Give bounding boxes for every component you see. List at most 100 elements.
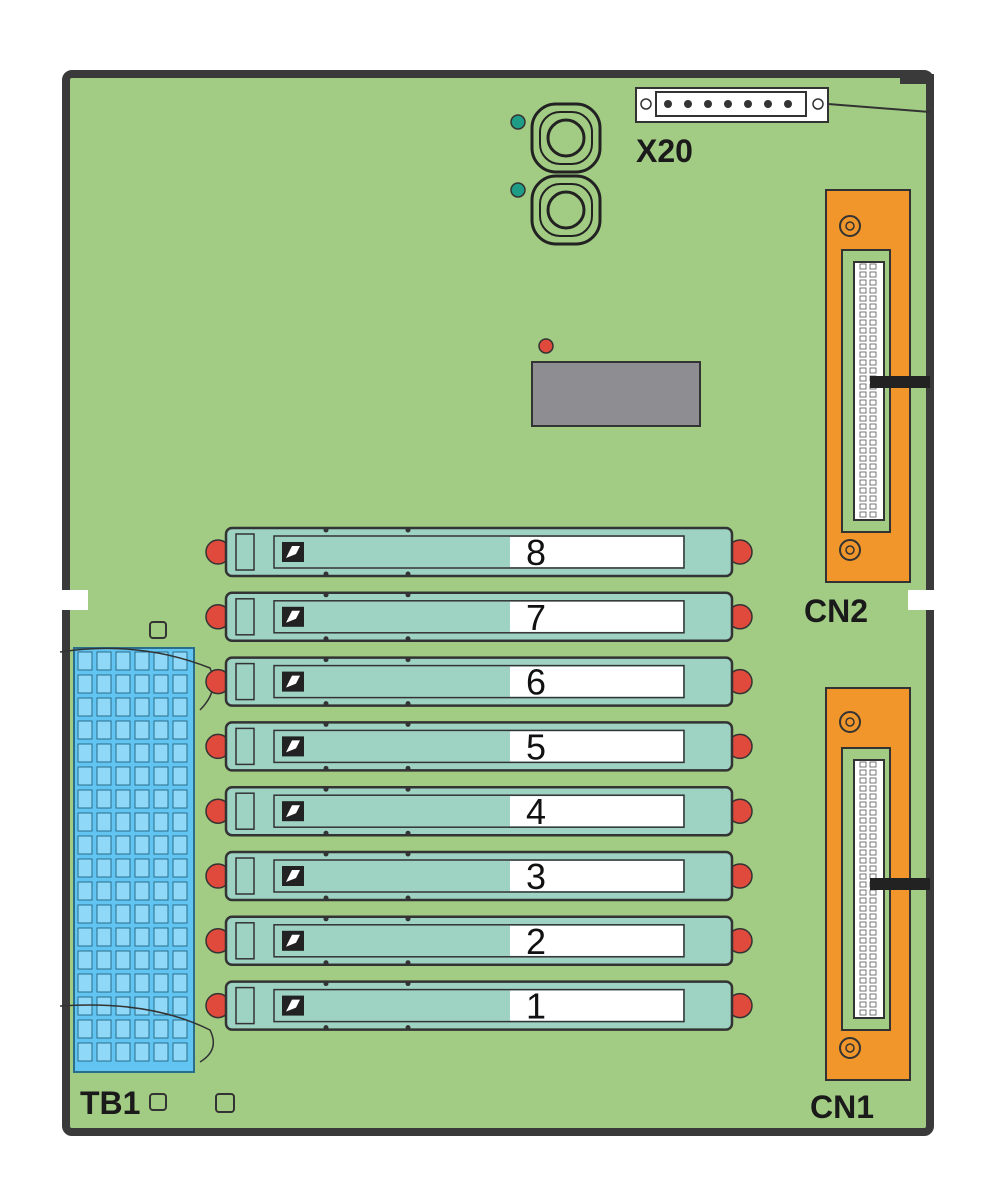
terminal-cell [115, 789, 131, 809]
connector-pin [869, 263, 877, 270]
terminal-cell [153, 720, 169, 740]
terminal-cell [96, 743, 112, 763]
terminal-cell [96, 720, 112, 740]
rotary-switch-upper [530, 102, 602, 174]
terminal-cell [115, 651, 131, 671]
connector-pin [859, 319, 867, 326]
terminal-cell [96, 1019, 112, 1039]
connector-pin [869, 889, 877, 896]
connector-pin [859, 263, 867, 270]
terminal-cell [153, 927, 169, 947]
connector-pin [859, 993, 867, 1000]
module-label-window [510, 796, 683, 827]
terminal-cell [153, 651, 169, 671]
terminal-cell [153, 950, 169, 970]
cn2-label: CN2 [804, 593, 868, 629]
x20-pin [684, 100, 692, 108]
connector-pin [869, 447, 877, 454]
terminal-cell [77, 1019, 93, 1039]
connector-pin [869, 761, 877, 768]
connector-pin [869, 335, 877, 342]
terminal-cell [115, 1019, 131, 1039]
terminal-cell [153, 858, 169, 878]
terminal-cell [115, 927, 131, 947]
connector-pin [859, 793, 867, 800]
connector-pin [859, 889, 867, 896]
connector-pin [859, 873, 867, 880]
x20-pin [704, 100, 712, 108]
connector-pin [859, 961, 867, 968]
connector-pin [859, 399, 867, 406]
connector-pin [859, 287, 867, 294]
connector-pin [859, 857, 867, 864]
connector-pin [869, 287, 877, 294]
terminal-cell [172, 904, 188, 924]
connector-pin [869, 343, 877, 350]
x20-pin [664, 100, 672, 108]
module-slot-4: 4 [205, 785, 753, 837]
connector-pin [869, 793, 877, 800]
x20-pin [764, 100, 772, 108]
status-leds [510, 114, 554, 354]
connector-pin [859, 905, 867, 912]
connector-pin [859, 351, 867, 358]
module-slot-7: 7 [205, 591, 753, 643]
slot-number: 3 [526, 856, 546, 897]
terminal-cell [172, 697, 188, 717]
terminal-cell [77, 927, 93, 947]
connector-pin [859, 343, 867, 350]
connector-pin [869, 311, 877, 318]
connector-pin [869, 921, 877, 928]
connector-pin [859, 865, 867, 872]
module-label-window [510, 666, 683, 697]
terminal-cell [153, 881, 169, 901]
connector-pin [869, 503, 877, 510]
connector-pin [859, 367, 867, 374]
terminal-cell [96, 766, 112, 786]
terminal-cell [153, 766, 169, 786]
terminal-cell [134, 651, 150, 671]
connector-pin [869, 977, 877, 984]
connector-pin [869, 1001, 877, 1008]
connector-pin [859, 937, 867, 944]
terminal-cell [96, 927, 112, 947]
connector-pin [869, 905, 877, 912]
terminal-cell [134, 674, 150, 694]
terminal-cell [153, 904, 169, 924]
terminal-cell [77, 950, 93, 970]
connector-pin [869, 769, 877, 776]
connector-pin [859, 881, 867, 888]
slot-number: 7 [526, 597, 546, 638]
x20-connector: X20 [635, 87, 931, 169]
x20-pin [744, 100, 752, 108]
terminal-cell [172, 950, 188, 970]
terminal-cell [77, 674, 93, 694]
connector-pin [859, 295, 867, 302]
connector-pin [859, 897, 867, 904]
terminal-cell [77, 973, 93, 993]
terminal-cell [115, 1042, 131, 1062]
connector-pin [869, 849, 877, 856]
terminal-cell [115, 720, 131, 740]
terminal-cell [172, 973, 188, 993]
connector-pin [859, 841, 867, 848]
connector-pin [869, 785, 877, 792]
tb1-label: TB1 [80, 1085, 140, 1121]
terminal-cell [77, 812, 93, 832]
connector-pin [859, 809, 867, 816]
connector-pin [869, 463, 877, 470]
terminal-cell [172, 996, 188, 1016]
slot-number: 2 [526, 921, 546, 962]
connector-pin [859, 311, 867, 318]
connector-pin [859, 969, 867, 976]
terminal-cell [115, 835, 131, 855]
terminal-cell [134, 697, 150, 717]
terminal-cell [115, 812, 131, 832]
module-label-window [510, 990, 683, 1021]
connector-pin [869, 399, 877, 406]
terminal-cell [153, 674, 169, 694]
connector-pin [859, 511, 867, 518]
terminal-cell [115, 950, 131, 970]
slot-number: 5 [526, 726, 546, 767]
terminal-cell [134, 789, 150, 809]
